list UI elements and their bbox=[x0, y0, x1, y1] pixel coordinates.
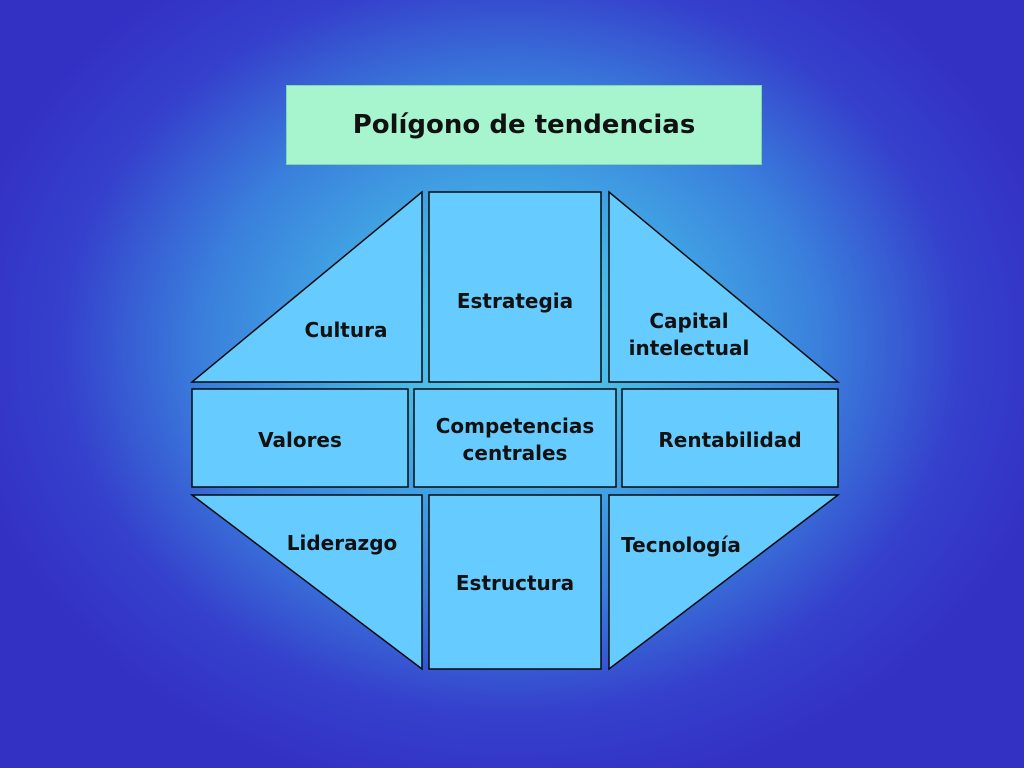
label-capital-line2: intelectual bbox=[629, 336, 750, 360]
label-tecnologia: Tecnología bbox=[621, 533, 741, 557]
label-competencias-line1: Competencias bbox=[436, 414, 595, 438]
label-rentabilidad: Rentabilidad bbox=[658, 428, 801, 452]
cell-tecnologia bbox=[608, 494, 841, 671]
title-box: Polígono de tendencias bbox=[286, 85, 762, 165]
label-competencias-line2: centrales bbox=[463, 441, 568, 465]
cell-estructura bbox=[428, 494, 602, 670]
cell-cultura bbox=[189, 190, 423, 383]
label-valores: Valores bbox=[258, 428, 342, 452]
cell-capital-intelectual bbox=[608, 190, 841, 383]
label-estructura: Estructura bbox=[456, 571, 574, 595]
cell-liderazgo bbox=[189, 494, 423, 671]
label-liderazgo: Liderazgo bbox=[287, 531, 398, 555]
diagram-title: Polígono de tendencias bbox=[352, 110, 696, 140]
cell-rentabilidad bbox=[621, 388, 839, 488]
cell-valores bbox=[191, 388, 409, 488]
cell-estrategia bbox=[428, 191, 602, 383]
label-capital-line1: Capital bbox=[649, 309, 728, 333]
label-cultura: Cultura bbox=[305, 318, 388, 342]
label-estrategia: Estrategia bbox=[457, 289, 573, 313]
cell-competencias-centrales bbox=[413, 388, 617, 488]
